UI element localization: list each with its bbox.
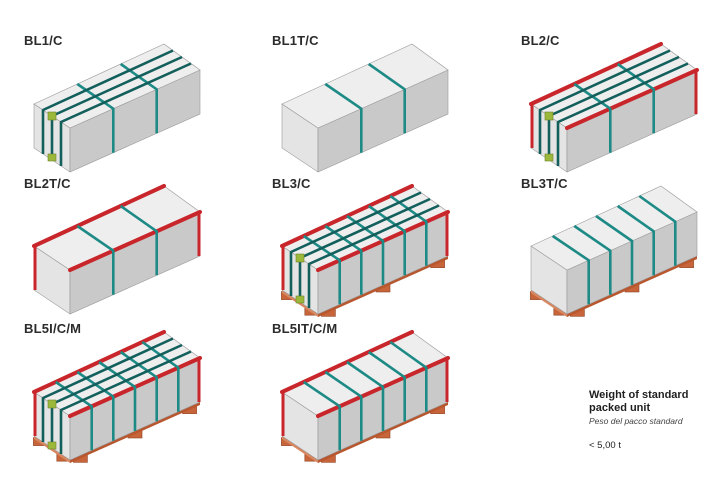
pallet-board [282,290,318,317]
strap [346,360,385,431]
strap [302,234,341,305]
package-label: BL5IT/C/M [272,321,338,336]
strap [98,360,137,431]
strap [54,380,93,451]
strap [367,350,406,422]
strap-clip [544,111,554,121]
strap [59,350,192,454]
strap [551,234,590,305]
package-illustration [281,43,449,173]
package-label: BL1/C [24,33,63,48]
pallet-board [318,402,448,463]
edge-protector [32,184,166,248]
strap-clip [47,399,57,409]
strap [573,224,612,295]
pallet-board [567,256,697,317]
package-illustration [33,43,201,173]
strap [141,340,180,412]
package-label: BL1T/C [272,33,319,48]
strap [616,204,655,276]
package-label: BL3T/C [521,176,568,191]
strap [119,350,158,422]
strap-clip [47,441,57,450]
package-label: BL3/C [272,176,311,191]
strap [41,337,174,442]
strap-clip [47,153,57,162]
strap [616,62,655,134]
strap [302,380,341,451]
strap [119,204,158,276]
strap [307,204,440,308]
package-illustration [32,184,202,315]
strap [76,370,115,441]
pallet-board [70,402,200,463]
weight-title: Weight of standard packed unit [589,389,689,414]
package-label: BL5I/C/M [24,321,82,336]
strap [389,340,428,412]
strap [76,224,115,295]
strap [324,224,363,295]
package-illustration [32,330,202,463]
strap [573,82,612,153]
strap [59,62,192,166]
edge-protector [68,210,202,272]
package-illustration [280,330,450,463]
strap [389,194,428,266]
edge-protector [529,42,663,106]
pallet-board [282,436,318,463]
strap [595,214,634,285]
package-illustration [280,184,450,317]
pallet-board [318,256,448,317]
package-illustration [530,185,698,317]
strap-clip [47,111,57,121]
strap-clip [295,295,305,304]
pallet-board [531,290,567,317]
box-top-face [281,43,449,129]
strap [289,191,422,296]
strap [119,62,158,134]
pallet-board [34,436,70,463]
edge-protector [565,68,699,130]
strap [324,82,363,153]
package-label: BL2/C [521,33,560,48]
weight-info: Weight of standard packed unit Peso del … [589,389,709,451]
package-illustration [529,42,699,173]
strap [538,49,671,154]
strap [367,62,406,134]
weight-subtitle: Peso del pacco standard [589,416,683,426]
strap [346,214,385,285]
strap-clip [544,153,554,162]
strap [638,194,677,266]
strap [556,62,689,166]
weight-value: < 5,00 t [589,440,621,451]
strap [41,49,174,154]
strap [367,204,406,276]
strap [76,82,115,153]
strap-clip [295,253,305,263]
strap [324,370,363,441]
package-label: BL2T/C [24,176,71,191]
